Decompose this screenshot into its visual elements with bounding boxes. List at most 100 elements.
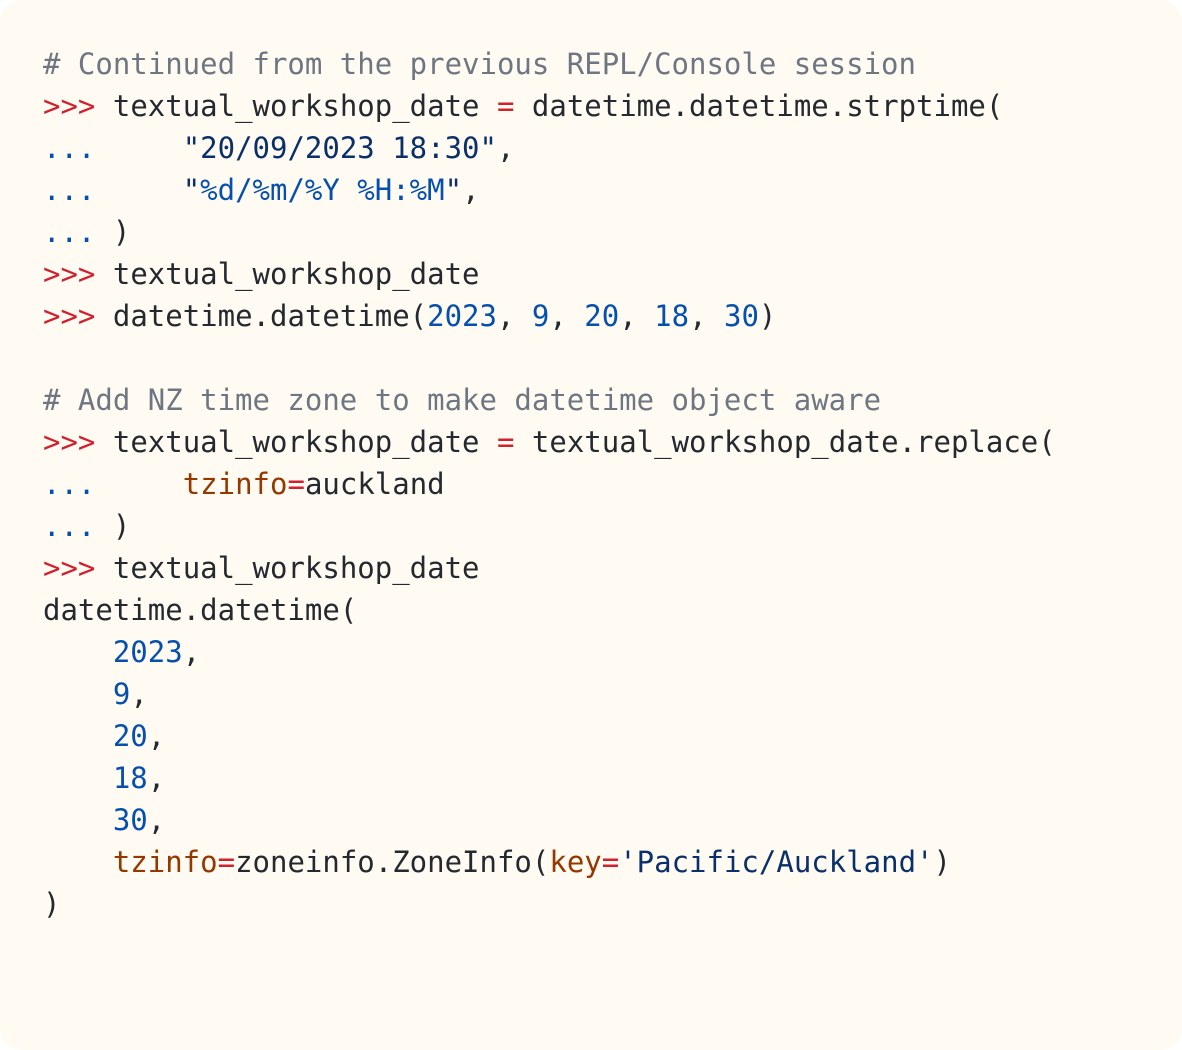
code-content: # Continued from the previous REPL/Conso…	[43, 43, 1182, 925]
repl-prompt: >>>	[43, 89, 96, 123]
code-keyword-argument: key	[549, 845, 602, 879]
code-line: >>> textual_workshop_date	[43, 547, 1182, 589]
code-whitespace	[95, 467, 182, 501]
repl-prompt: >>>	[43, 551, 96, 585]
code-line: ... )	[43, 211, 1182, 253]
code-number: 9	[112, 677, 131, 711]
code-line: datetime.datetime(	[43, 589, 1182, 631]
repl-continuation-prompt: ...	[43, 215, 96, 249]
code-keyword-argument: tzinfo	[182, 467, 288, 501]
code-string: "	[444, 173, 463, 207]
code-punctuation: ,	[462, 173, 480, 207]
code-whitespace	[43, 719, 113, 753]
code-identifier: auckland	[304, 467, 445, 501]
code-line: 30,	[43, 799, 1182, 841]
code-comment: # Add NZ time zone to make datetime obje…	[43, 383, 882, 417]
code-punctuation: ,	[182, 635, 201, 669]
code-operator: =	[287, 467, 305, 501]
code-whitespace	[95, 509, 112, 543]
repl-continuation-prompt: ...	[43, 173, 96, 207]
code-punctuation: )	[758, 299, 777, 333]
code-punctuation: )	[933, 845, 951, 879]
code-whitespace	[43, 635, 113, 669]
code-whitespace	[480, 425, 497, 459]
code-identifier: textual_workshop_date.replace(	[531, 425, 1056, 459]
code-comment: # Continued from the previous REPL/Conso…	[43, 47, 916, 81]
code-punctuation: )	[43, 887, 61, 921]
code-line: >>> textual_workshop_date = datetime.dat…	[43, 85, 1182, 127]
code-punctuation: ,	[147, 803, 166, 837]
code-line: 18,	[43, 757, 1182, 799]
code-punctuation: )	[112, 509, 131, 543]
code-line: 20,	[43, 715, 1182, 757]
code-punctuation: ,	[130, 677, 148, 711]
code-number: 2023	[427, 299, 497, 333]
code-string: "20/09/2023 18:30"	[182, 131, 497, 165]
code-whitespace	[95, 173, 182, 207]
code-whitespace	[43, 761, 113, 795]
repl-prompt: >>>	[43, 425, 96, 459]
code-whitespace	[95, 425, 112, 459]
code-number: 30	[112, 803, 148, 837]
code-number: 2023	[112, 635, 183, 669]
code-whitespace	[43, 677, 113, 711]
repl-continuation-prompt: ...	[43, 509, 96, 543]
code-line: 9,	[43, 673, 1182, 715]
code-number: 30	[723, 299, 759, 333]
code-line: # Continued from the previous REPL/Conso…	[43, 43, 1182, 85]
code-string: 'Pacific/Auckland'	[619, 845, 934, 879]
code-punctuation: ,	[496, 299, 532, 333]
code-whitespace	[95, 551, 112, 585]
code-line: ... "20/09/2023 18:30",	[43, 127, 1182, 169]
code-whitespace	[95, 257, 112, 291]
code-whitespace	[43, 845, 113, 879]
repl-prompt: >>>	[43, 299, 96, 333]
code-punctuation: ,	[496, 131, 515, 165]
code-punctuation: ,	[147, 761, 166, 795]
repl-continuation-prompt: ...	[43, 131, 96, 165]
code-identifier: textual_workshop_date	[112, 551, 480, 585]
code-line: ... tzinfo=auckland	[43, 463, 1182, 505]
code-line: tzinfo=zoneinfo.ZoneInfo(key='Pacific/Au…	[43, 841, 1182, 883]
code-number: 9	[531, 299, 550, 333]
code-format-specifier: %d/%m/%Y %H:%M	[200, 173, 445, 207]
code-whitespace	[514, 89, 531, 123]
code-line: )	[43, 883, 1182, 925]
repl-continuation-prompt: ...	[43, 467, 96, 501]
code-number: 20	[112, 719, 148, 753]
code-line: >>> textual_workshop_date = textual_work…	[43, 421, 1182, 463]
code-whitespace	[43, 803, 113, 837]
code-punctuation: ,	[689, 299, 724, 333]
code-operator: =	[601, 845, 620, 879]
code-line	[43, 337, 1182, 379]
code-number: 18	[654, 299, 690, 333]
code-identifier: datetime.datetime(	[43, 593, 358, 627]
code-number: 18	[112, 761, 148, 795]
code-whitespace	[95, 299, 112, 333]
code-line: 2023,	[43, 631, 1182, 673]
code-number: 20	[584, 299, 620, 333]
code-whitespace	[480, 89, 497, 123]
code-string: "	[182, 173, 201, 207]
code-whitespace	[95, 89, 112, 123]
code-identifier: zoneinfo.ZoneInfo(	[235, 845, 550, 879]
code-line: ... )	[43, 505, 1182, 547]
code-punctuation: )	[112, 215, 131, 249]
code-punctuation: ,	[549, 299, 585, 333]
code-identifier: datetime.datetime.strptime(	[531, 89, 1004, 123]
code-punctuation: ,	[147, 719, 166, 753]
code-operator: =	[496, 425, 515, 459]
code-whitespace	[514, 425, 531, 459]
code-whitespace	[95, 215, 112, 249]
repl-prompt: >>>	[43, 257, 96, 291]
code-line: # Add NZ time zone to make datetime obje…	[43, 379, 1182, 421]
code-whitespace	[95, 131, 182, 165]
code-identifier: textual_workshop_date	[112, 89, 480, 123]
code-line: >>> textual_workshop_date	[43, 253, 1182, 295]
code-identifier: textual_workshop_date	[112, 425, 480, 459]
code-identifier: datetime.datetime(	[112, 299, 428, 333]
code-keyword-argument: tzinfo	[112, 845, 218, 879]
code-operator: =	[217, 845, 236, 879]
code-identifier: textual_workshop_date	[112, 257, 480, 291]
